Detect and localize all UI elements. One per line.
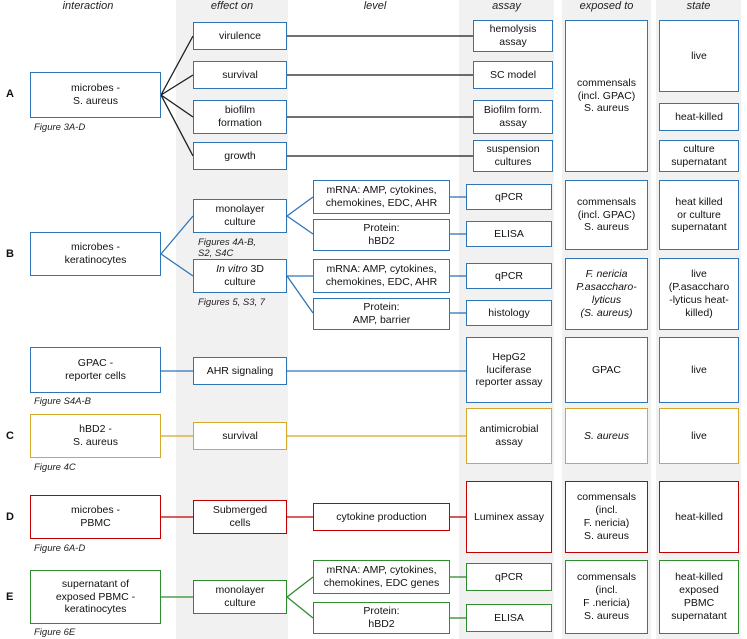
row-label-a: A xyxy=(6,88,14,100)
row-b-connectors xyxy=(160,196,466,372)
row-c-figure-ref: Figure 4C xyxy=(34,462,76,473)
row-e-effect-monolayer: monolayer culture xyxy=(193,580,287,614)
row-b-monolayer-figure-ref: Figures 4A-B, S2, S4C xyxy=(198,237,257,260)
row-e-interaction-box: supernatant of exposed PBMC - keratinocy… xyxy=(30,570,161,624)
header-interaction: interaction xyxy=(62,0,114,12)
row-e-exposed-to: commensals (incl. F .nericia) S. aureus xyxy=(565,560,648,634)
row-b2-assay-hepg2: HepG2 luciferase reporter assay xyxy=(466,337,552,403)
row-b-assay-elisa: ELISA xyxy=(466,221,552,247)
row-label-e: E xyxy=(6,591,14,603)
row-c-exposed-to: S. aureus xyxy=(565,408,648,464)
row-a-assay-suspension: suspension cultures xyxy=(473,140,553,172)
row-label-d: D xyxy=(6,511,14,523)
header-level: level xyxy=(363,0,387,12)
header-state: state xyxy=(686,0,711,12)
row-b2-interaction-box: GPAC - reporter cells xyxy=(30,347,161,393)
header-exposed-to: exposed to xyxy=(579,0,634,12)
row-label-c: C xyxy=(6,430,14,442)
row-a-assay-sc-model: SC model xyxy=(473,61,553,89)
row-b-level-protein-amp: Protein: AMP, barrier xyxy=(313,298,450,330)
row-b-exposed-to-1-text: commensals (incl. GPAC) S. aureus xyxy=(577,195,636,234)
row-b2-effect-ahr: AHR signaling xyxy=(193,357,287,385)
row-c-effect-survival: survival xyxy=(193,422,287,450)
row-d-level-cytokine: cytokine production xyxy=(313,503,450,531)
row-b-exposed-to-1: commensals (incl. GPAC) S. aureus xyxy=(565,180,648,250)
row-e-connectors xyxy=(161,576,466,619)
row-a-figure-ref: Figure 3A-D xyxy=(34,122,86,133)
row-d-state: heat-killed xyxy=(659,481,739,553)
row-a-state-live: live xyxy=(659,20,739,92)
row-a-assay-biofilm: Biofilm form. assay xyxy=(473,100,553,134)
row-b-state-1: heat killed or culture supernatant xyxy=(659,180,739,250)
row-a-state-heat-killed: heat-killed xyxy=(659,103,739,131)
row-b-assay-qpcr-2: qPCR xyxy=(466,263,552,289)
row-b2-exposed-to: GPAC xyxy=(565,337,648,403)
row-d-exposed-to: commensals (incl. F. nericia) S. aureus xyxy=(565,481,648,553)
row-a-interaction-box: microbes - S. aureus xyxy=(30,72,161,118)
row-a-assay-hemolysis: hemolysis assay xyxy=(473,20,553,52)
row-d-assay-luminex: Luminex assay xyxy=(466,481,552,553)
row-b-level-mrna-2: mRNA: AMP, cytokines, chemokines, EDC, A… xyxy=(313,259,450,293)
row-b-assay-histology: histology xyxy=(466,300,552,326)
row-c-state: live xyxy=(659,408,739,464)
row-a-effect-virulence: virulence xyxy=(193,22,287,50)
row-b2-figure-ref: Figure S4A-B xyxy=(34,396,92,407)
row-a-interaction-text: microbes - S. aureus xyxy=(70,82,120,107)
row-a-connectors xyxy=(160,35,473,157)
row-b-state-2: live (P.asaccharo -lyticus heat- killed) xyxy=(659,258,739,330)
row-label-b: B xyxy=(6,248,14,260)
row-d-effect-submerged: Submerged cells xyxy=(193,500,287,534)
row-e-level-protein: Protein: hBD2 xyxy=(313,602,450,634)
header-assay: assay xyxy=(492,0,521,12)
row-b-level-mrna-1: mRNA: AMP, cytokines, chemokines, EDC, A… xyxy=(313,180,450,214)
row-c-assay-antimicrobial: antimicrobial assay xyxy=(466,408,552,464)
row-a-state-supernatant: culture supernatant xyxy=(659,140,739,172)
row-b2-state: live xyxy=(659,337,739,403)
row-b-effect-monolayer: monolayer culture xyxy=(193,199,287,233)
row-b-3d-figure-ref: Figures 5, S3, 7 xyxy=(198,297,266,308)
row-b-exposed-to-2: F. nericia P.asaccharo- lyticus (S. aure… xyxy=(565,258,648,330)
row-c-interaction-box: hBD2 - S. aureus xyxy=(30,414,161,458)
row-a-exposed-to: commensals (incl. GPAC) S. aureus xyxy=(565,20,648,172)
row-e-state: heat-killed exposed PBMC supernatant xyxy=(659,560,739,634)
row-e-figure-ref: Figure 6E xyxy=(34,627,76,638)
row-e-assay-qpcr: qPCR xyxy=(466,563,552,591)
row-e-assay-elisa: ELISA xyxy=(466,604,552,632)
row-d-figure-ref: Figure 6A-D xyxy=(34,543,86,554)
row-b-interaction-box: microbes - keratinocytes xyxy=(30,232,161,276)
row-b-level-protein-hbd2: Protein: hBD2 xyxy=(313,219,450,251)
row-a-effect-biofilm: biofilm formation xyxy=(193,100,287,134)
row-a-effect-survival: survival xyxy=(193,61,287,89)
row-a-effect-growth: growth xyxy=(193,142,287,170)
row-b-exposed-to-2-text: F. nericia P.asaccharo- lyticus (S. aure… xyxy=(576,268,637,319)
row-b-assay-qpcr-1: qPCR xyxy=(466,184,552,210)
row-e-level-mrna: mRNA: AMP, cytokines, chemokines, EDC ge… xyxy=(313,560,450,594)
row-d-interaction-box: microbes - PBMC xyxy=(30,495,161,539)
header-effect-on: effect on xyxy=(210,0,254,12)
